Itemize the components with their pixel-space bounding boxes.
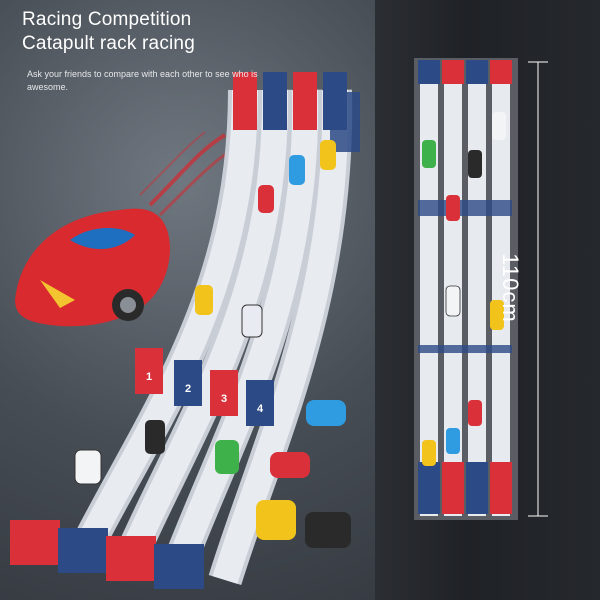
subtitle-text: Ask your friends to compare with each ot… (27, 69, 258, 92)
page-title: Racing Competition Catapult rack racing (22, 8, 195, 56)
toy-cars-curved-track (74, 140, 351, 548)
toy-cars-straight-track (422, 112, 506, 466)
top-launchers (233, 72, 360, 152)
lane-number-2: 2 (185, 383, 191, 395)
length-dimension-label: 110cm (498, 253, 523, 323)
lane-number-labels: 1 2 3 4 (146, 371, 264, 415)
lane-number-4: 4 (257, 403, 264, 415)
bottom-launcher-base (10, 520, 204, 589)
title-line-2: Catapult rack racing (22, 33, 195, 54)
dimension-bracket (528, 61, 548, 517)
lane-number-1: 1 (146, 371, 152, 383)
finish-gates (135, 348, 274, 426)
lane-number-3: 3 (221, 393, 227, 405)
title-line-1: Racing Competition (22, 9, 192, 30)
hero-red-race-car (15, 208, 170, 327)
